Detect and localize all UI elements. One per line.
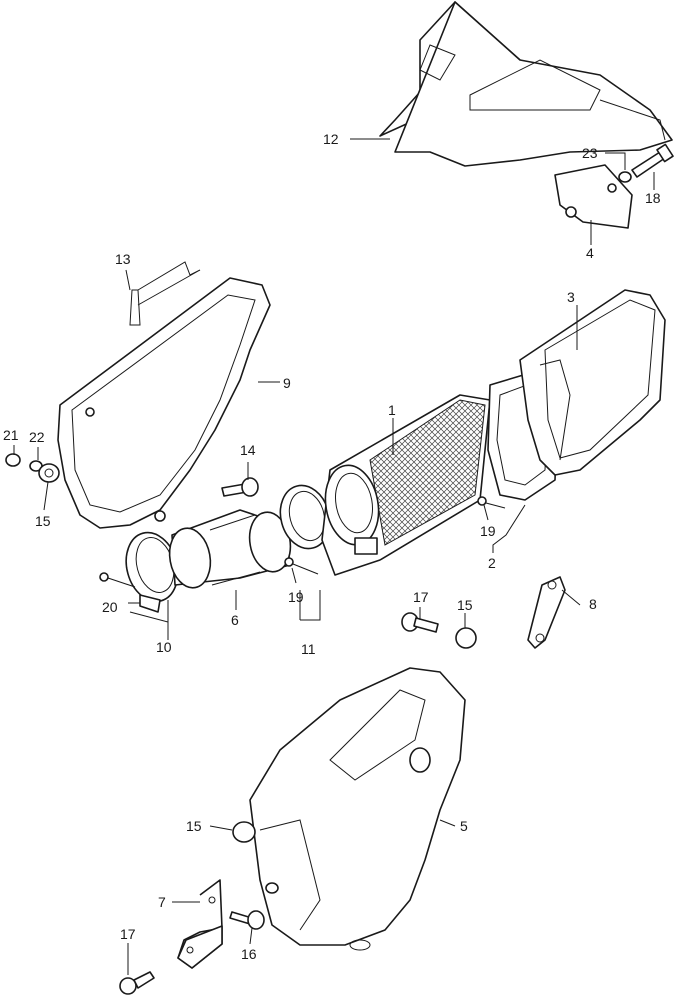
label-11: 11 [301, 641, 316, 657]
part-1-filter-element [321, 394, 491, 576]
label-13: 13 [115, 251, 131, 267]
part-17-bolt-middle [401, 612, 439, 633]
label-23: 23 [582, 145, 598, 161]
part-19-screw-right [477, 496, 506, 509]
label-5: 5 [460, 818, 468, 834]
label-19-right: 19 [480, 523, 496, 539]
label-18: 18 [645, 190, 661, 206]
label-6: 6 [231, 612, 239, 628]
part-3-case [519, 289, 666, 476]
part-12-upper-cover [379, 1, 673, 167]
label-17-middle: 17 [413, 589, 429, 605]
part-11-band [279, 484, 331, 550]
label-10: 10 [156, 639, 172, 655]
label-15-lower: 15 [186, 818, 202, 834]
label-1: 1 [388, 402, 396, 418]
part-8-bracket [527, 576, 566, 649]
label-20: 20 [102, 599, 118, 615]
label-16: 16 [241, 946, 257, 962]
label-15-middle: 15 [457, 597, 473, 613]
label-12: 12 [323, 131, 339, 147]
label-4: 4 [586, 245, 594, 261]
part-5-lower-housing [249, 667, 466, 951]
label-3: 3 [567, 289, 575, 305]
part-13-gasket [129, 261, 201, 326]
label-7: 7 [158, 894, 166, 910]
part-17-bolt-lower [119, 971, 155, 995]
part-4-bracket [554, 164, 633, 229]
part-9-side-cover [57, 277, 271, 529]
part-15-grommet-left [38, 463, 60, 483]
label-15-left: 15 [35, 513, 51, 529]
part-16-screw [229, 910, 265, 930]
part-7-bracket [177, 879, 223, 969]
leader-lines [13, 138, 655, 975]
label-14: 14 [240, 442, 256, 458]
label-22: 22 [29, 429, 45, 445]
part-6-duct [168, 509, 292, 589]
part-15-grommet-lower [232, 821, 256, 843]
label-9: 9 [283, 375, 291, 391]
part-20-screw [99, 572, 136, 588]
part-19-screw-left [284, 557, 319, 575]
part-14-bolt [221, 477, 259, 497]
label-2: 2 [488, 555, 496, 571]
part-21-nut [5, 453, 21, 467]
label-19-left: 19 [288, 589, 304, 605]
callout-labels: 12 23 18 4 13 3 9 1 21 22 14 15 19 2 19 … [3, 131, 661, 962]
label-8: 8 [589, 596, 597, 612]
part-15-grommet-middle [455, 627, 477, 649]
part-18-bolt [631, 143, 674, 178]
label-17-lower: 17 [120, 926, 136, 942]
label-21: 21 [3, 427, 19, 443]
part-23-washer [618, 171, 632, 183]
